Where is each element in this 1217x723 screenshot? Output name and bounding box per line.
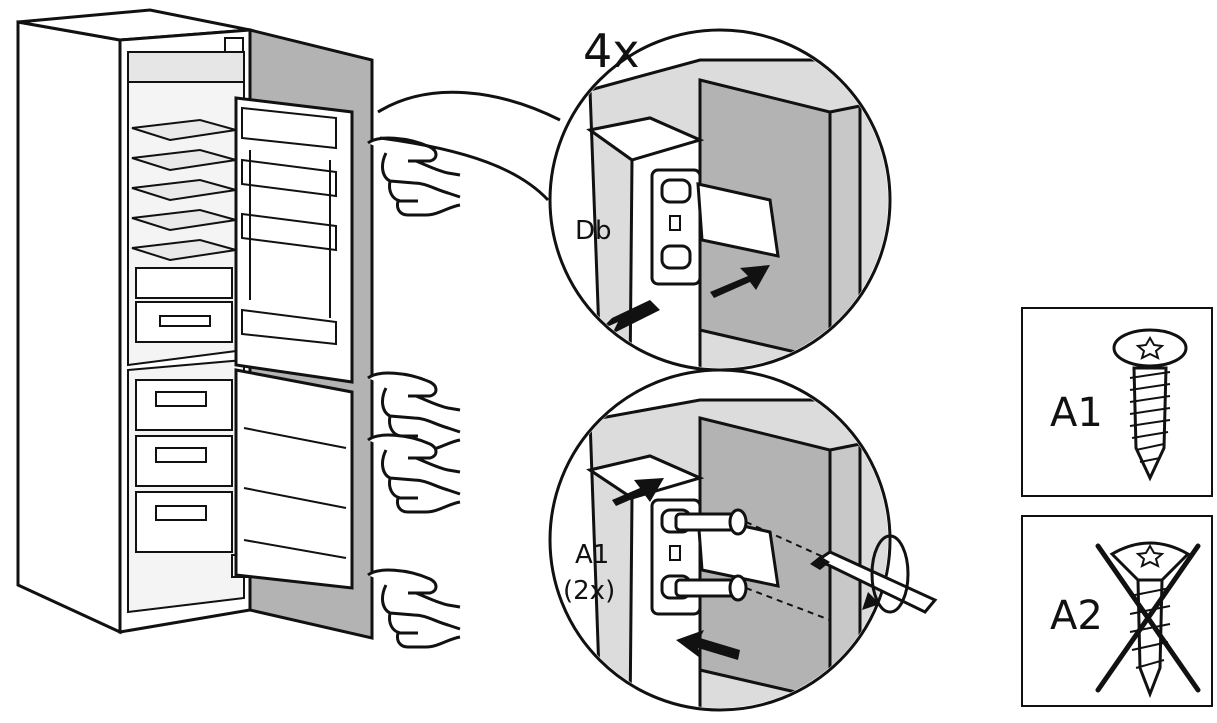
fridge-shelves	[131, 118, 237, 262]
zoom-detail-top	[377, 28, 892, 372]
correct-screw-label: A1	[1050, 390, 1103, 436]
rotation-arrow-icon	[870, 534, 910, 614]
screws	[674, 508, 748, 602]
screw-box-correct	[1021, 307, 1213, 497]
fridge-door	[234, 28, 374, 640]
pan-head-screw-icon	[1112, 328, 1188, 482]
pointing-hands	[366, 136, 462, 649]
freezer-drawers	[135, 379, 233, 553]
door-balconies	[241, 106, 337, 346]
hinge-cover-label: Db	[575, 216, 612, 246]
door-freezer-lines	[243, 427, 347, 559]
fridge-cabinet	[16, 8, 252, 635]
pointing-hand-icon	[366, 433, 462, 514]
pointing-hand-icon	[366, 568, 462, 649]
screw-used-label: A1	[575, 540, 610, 570]
screw-quantity-label: (2x)	[563, 576, 616, 606]
incorrect-screw-label: A2	[1050, 593, 1103, 639]
zoom-detail-bottom	[548, 368, 938, 712]
screw-box-incorrect	[1021, 515, 1213, 707]
cross-mark-icon	[1095, 543, 1201, 693]
screwdriver	[810, 534, 938, 614]
quantity-label: 4x	[583, 24, 640, 78]
